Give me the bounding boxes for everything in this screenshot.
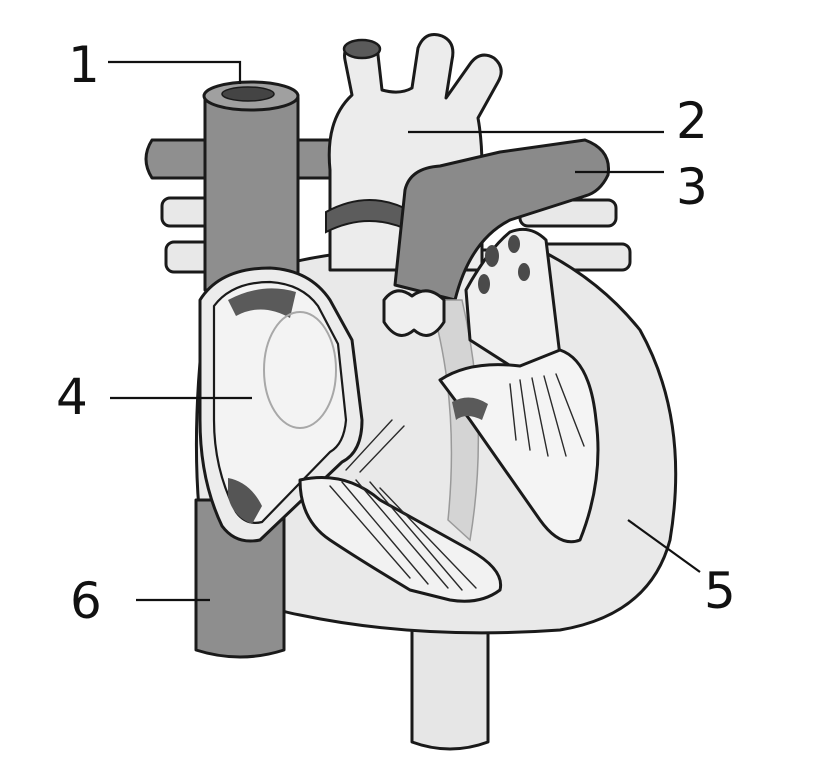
- label-4: 4: [56, 368, 88, 426]
- label-3: 3: [676, 158, 708, 216]
- aorta-opening: [344, 40, 380, 58]
- label-2: 2: [676, 92, 708, 150]
- label-1: 1: [68, 36, 100, 94]
- superior-vena-cava-lumen: [222, 87, 274, 101]
- superior-vena-cava: [205, 98, 298, 290]
- label-6: 6: [70, 572, 102, 630]
- label-5: 5: [704, 562, 736, 620]
- aortic-semilunar-cusps: [384, 291, 444, 336]
- leader-line-1: [108, 62, 240, 84]
